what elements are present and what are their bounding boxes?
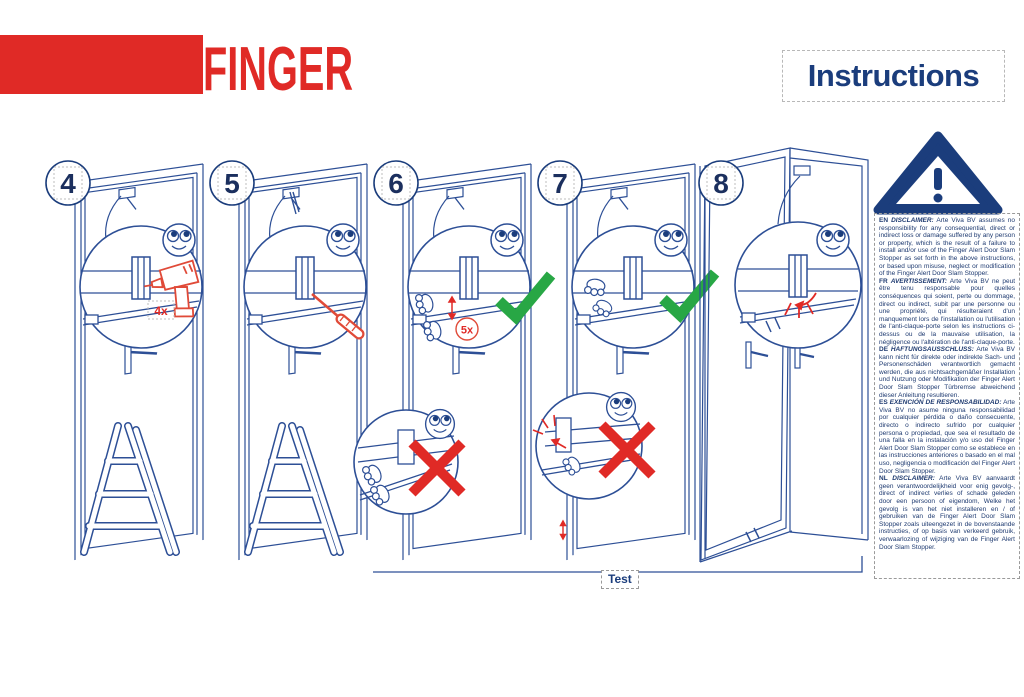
smiley-face-icon (816, 223, 850, 257)
warning-triangle-icon (873, 131, 1003, 215)
smiley-face-icon (605, 391, 637, 423)
step-number: 7 (552, 168, 568, 199)
repeat-count-label: 5x (461, 325, 474, 337)
brand-logo: FINGER (203, 35, 353, 102)
smiley-face-icon (424, 408, 456, 440)
motion-dashes (765, 317, 781, 333)
smiley-face-icon (162, 223, 196, 257)
disclaimer-text-block: EN DISCLAIMER: Arte Viva BV assumes no r… (874, 213, 1020, 579)
test-range-bracket (373, 556, 863, 573)
open-door-drawing (699, 147, 869, 563)
smiley-face-icon (326, 223, 360, 257)
step-6-illustration: 5x 6 (353, 160, 551, 562)
stepladder-icon (248, 426, 340, 552)
step-number: 8 (713, 168, 729, 199)
disclaimer-section-nl: NL DISCLAIMER: Arte Viva BV aanvaardt ge… (879, 475, 1015, 551)
brand-logo-text: FINGER (203, 35, 353, 102)
drill-icon (144, 259, 200, 318)
step-4-illustration: 4x 4 (45, 160, 205, 562)
stepladder-icon (84, 426, 176, 552)
pinch-warning-marks (532, 414, 567, 449)
disclaimer-section-fr: FR AVERTISSEMENT: Arte Viva BV ne peut ê… (879, 277, 1015, 346)
step-8-illustration: 8 (698, 147, 869, 563)
repeat-count-label: 4x (154, 304, 168, 318)
test-label: Test (601, 570, 639, 589)
brand-logo-bar (0, 35, 203, 94)
page-title: Instructions (807, 58, 980, 93)
instructions-title-box: Instructions (782, 50, 1005, 102)
step-number: 6 (388, 168, 404, 199)
step-number: 5 (224, 168, 240, 199)
soft-close-marks (784, 292, 817, 318)
step-5-illustration: 5 (209, 160, 369, 562)
disclaimer-section-es: ES EXENCIÓN DE RESPONSABILIDAD: Arte Viv… (879, 399, 1016, 475)
gap-arrow (447, 295, 457, 321)
step-number: 4 (60, 168, 76, 199)
smiley-face-icon (654, 223, 688, 257)
disclaimer-section-en: EN DISCLAIMER: Arte Viva BV assumes no r… (879, 217, 1015, 278)
motion-dashes (745, 527, 760, 543)
disclaimer-section-de: DE HAFTUNGSAUSSCHLUSS: Arte Viva BV kann… (879, 346, 1016, 399)
door-gap-arrow (559, 519, 567, 541)
step-7-illustration: 7 (532, 160, 715, 562)
screwdriver-icon (311, 293, 365, 340)
smiley-face-icon (490, 223, 524, 257)
